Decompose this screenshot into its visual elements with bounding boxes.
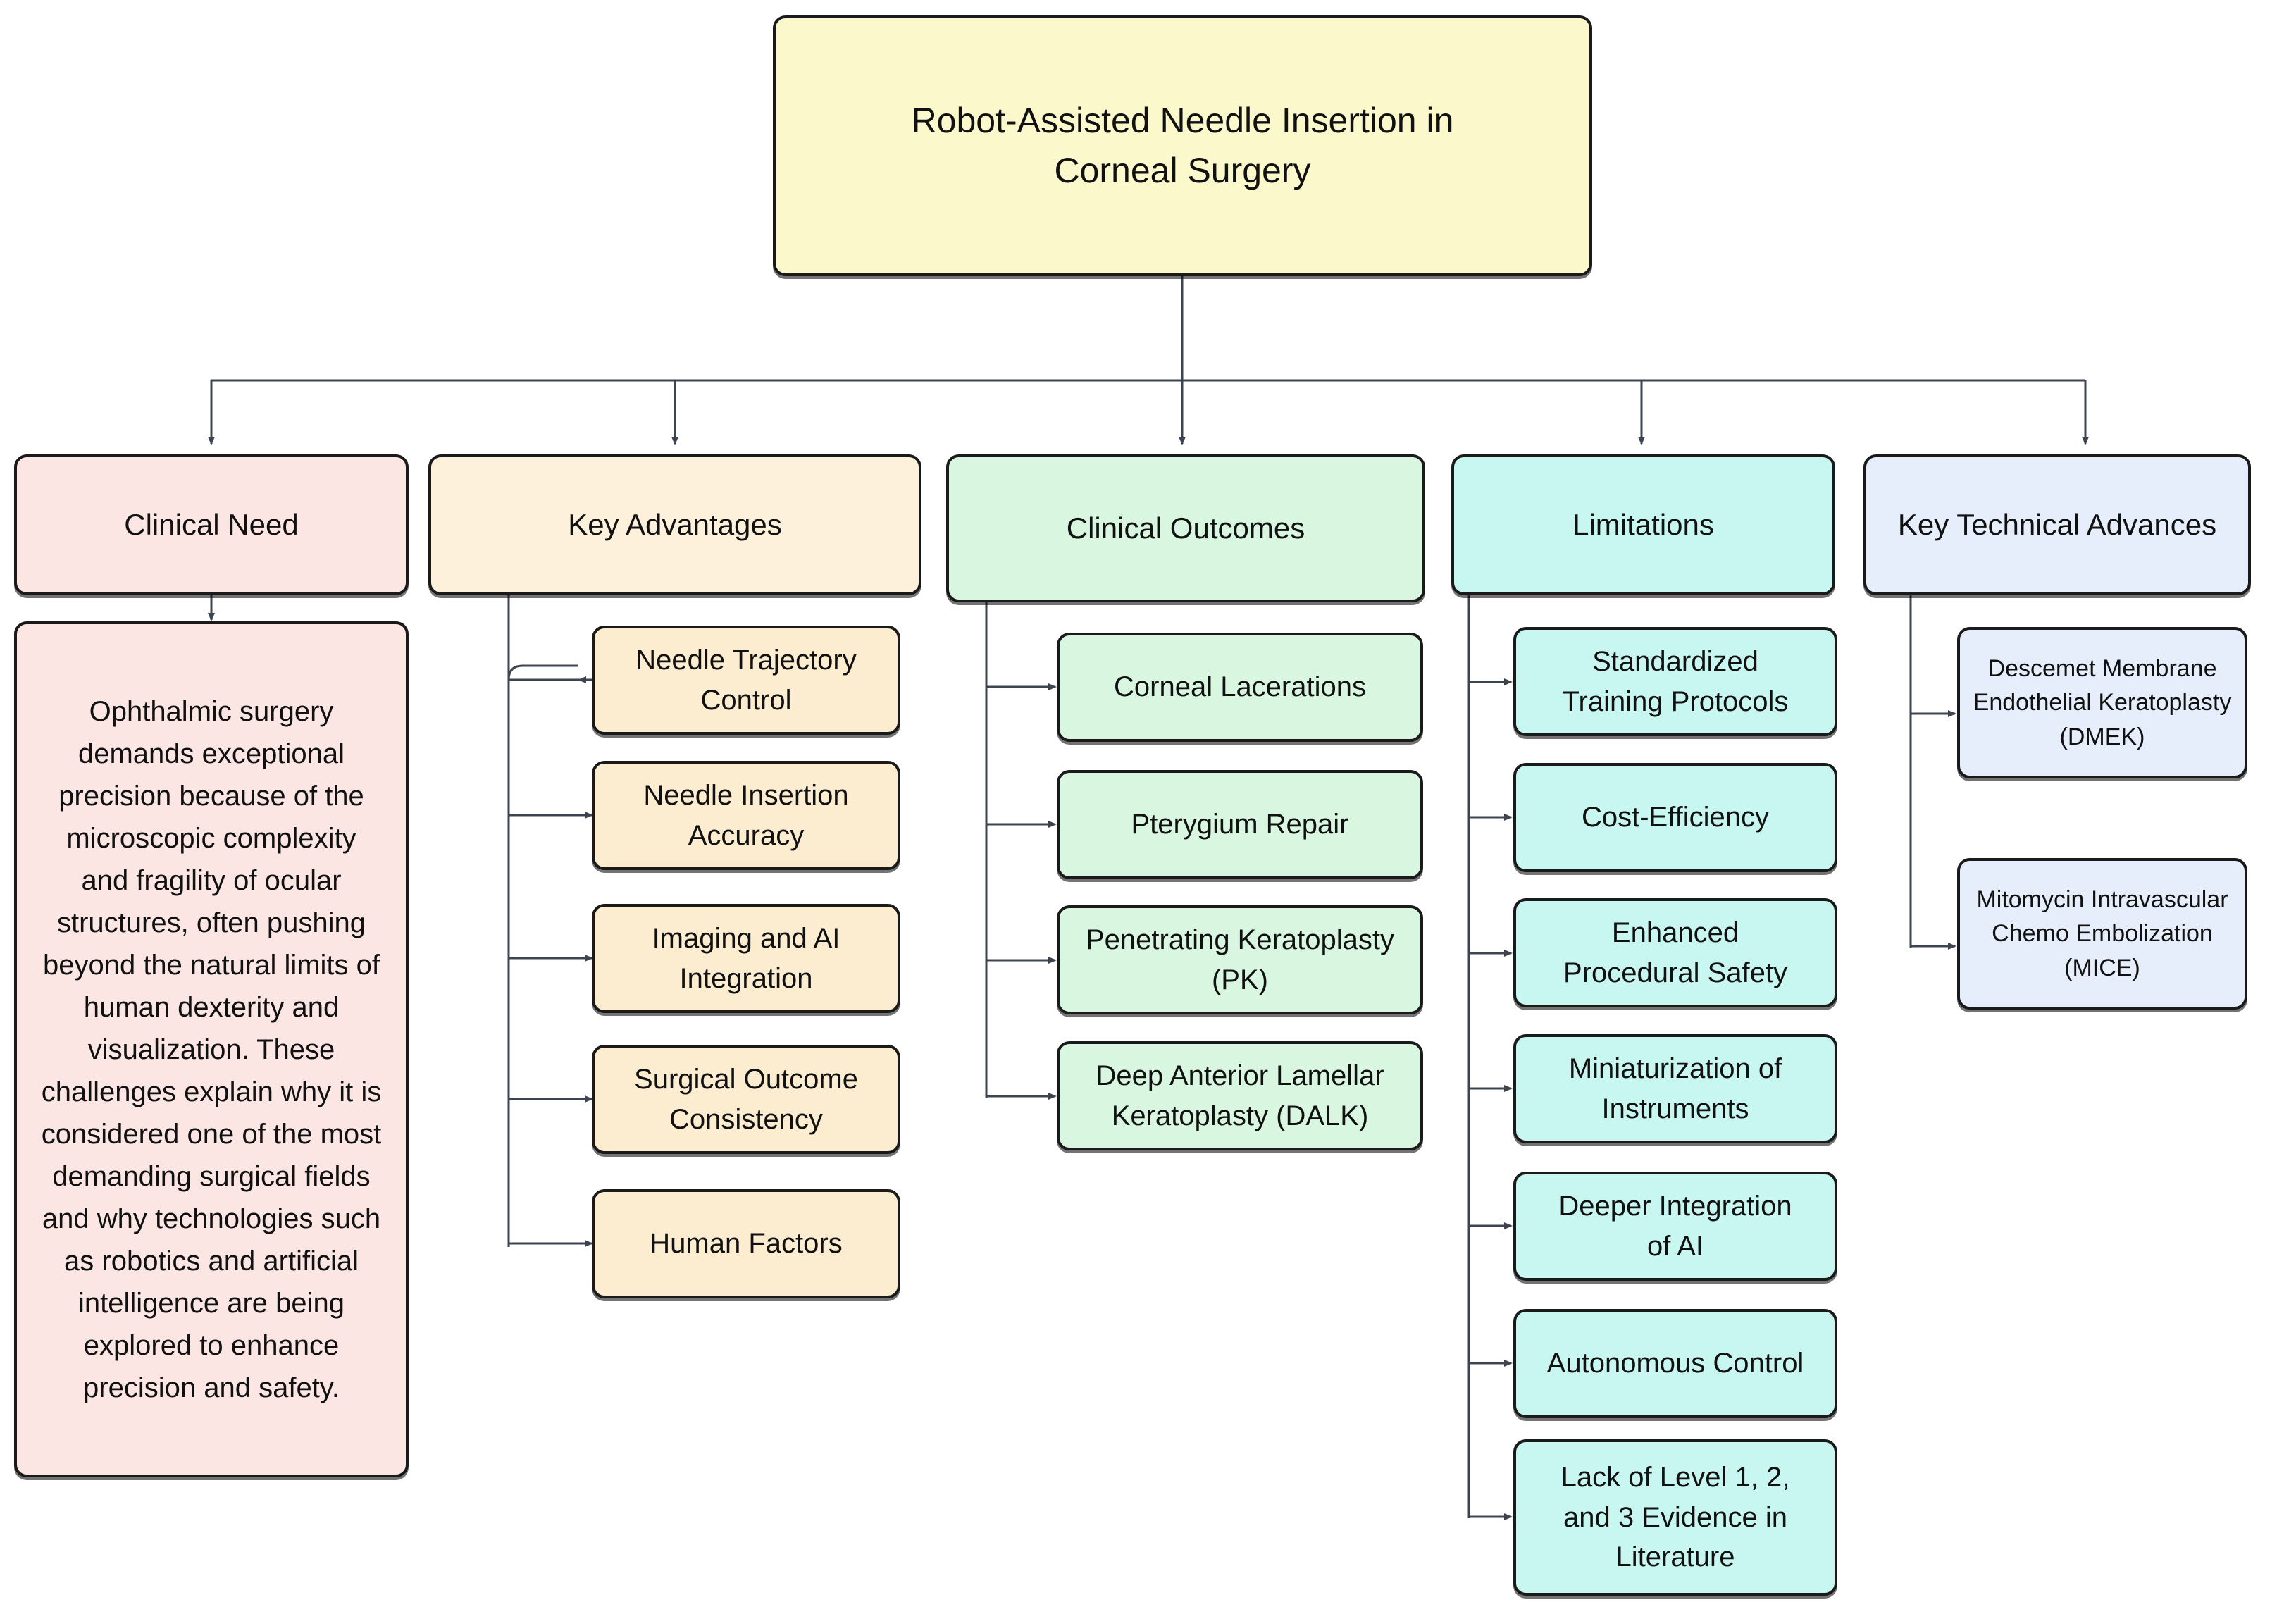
- node-key-advantages-label: Key Advantages: [568, 508, 782, 542]
- node-clinical-need-label: Clinical Need: [124, 508, 299, 542]
- node-lack-of-level-evidence[interactable]: Lack of Level 1, 2, and 3 Evidence in Li…: [1513, 1439, 1837, 1596]
- node-surgical-outcome-consistency[interactable]: Surgical Outcome Consistency: [592, 1045, 900, 1154]
- node-standardized-training-protocols-label: Standardized Training Protocols: [1562, 645, 1789, 717]
- node-pterygium-repair-label: Pterygium Repair: [1131, 809, 1349, 840]
- node-mice-label: Mitomycin Intravascular Chemo Embolizati…: [1976, 886, 2228, 981]
- node-lack-of-level-evidence-label: Lack of Level 1, 2, and 3 Evidence in Li…: [1560, 1461, 1790, 1573]
- node-mice[interactable]: Mitomycin Intravascular Chemo Embolizati…: [1957, 858, 2247, 1010]
- node-clinical-outcomes[interactable]: Clinical Outcomes: [946, 454, 1425, 602]
- node-autonomous-control-label: Autonomous Control: [1546, 1348, 1804, 1379]
- node-enhanced-procedural-safety-label: Enhanced Procedural Safety: [1563, 917, 1787, 988]
- node-surgical-outcome-consistency-label: Surgical Outcome Consistency: [634, 1063, 858, 1135]
- node-miniaturization-of-instruments[interactable]: Miniaturization of Instruments: [1513, 1034, 1837, 1143]
- node-penetrating-keratoplasty[interactable]: Penetrating Keratoplasty (PK): [1057, 905, 1423, 1014]
- node-standardized-training-protocols[interactable]: Standardized Training Protocols: [1513, 627, 1837, 736]
- node-autonomous-control[interactable]: Autonomous Control: [1513, 1309, 1837, 1418]
- node-root[interactable]: Robot-Assisted Needle Insertion in Corne…: [773, 15, 1592, 276]
- node-clinical-need[interactable]: Clinical Need: [14, 454, 409, 595]
- node-clinical-outcomes-label: Clinical Outcomes: [1066, 511, 1305, 545]
- node-deeper-integration-of-ai-label: Deeper Integration of AI: [1558, 1190, 1792, 1262]
- node-key-advantages[interactable]: Key Advantages: [428, 454, 921, 595]
- node-deep-anterior-lamellar-keratoplasty-label: Deep Anterior Lamellar Keratoplasty (DAL…: [1096, 1060, 1384, 1131]
- node-limitations[interactable]: Limitations: [1451, 454, 1835, 595]
- node-limitations-label: Limitations: [1572, 508, 1714, 542]
- node-miniaturization-of-instruments-label: Miniaturization of Instruments: [1568, 1053, 1782, 1124]
- node-imaging-ai-integration[interactable]: Imaging and AI Integration: [592, 904, 900, 1013]
- node-cost-efficiency-label: Cost-Efficiency: [1581, 802, 1769, 833]
- node-imaging-ai-integration-label: Imaging and AI Integration: [652, 922, 840, 994]
- node-corneal-lacerations-label: Corneal Lacerations: [1114, 671, 1366, 703]
- node-root-label: Robot-Assisted Needle Insertion in Corne…: [911, 101, 1454, 190]
- node-human-factors-label: Human Factors: [650, 1228, 843, 1260]
- node-corneal-lacerations[interactable]: Corneal Lacerations: [1057, 633, 1423, 742]
- node-needle-insertion-accuracy[interactable]: Needle Insertion Accuracy: [592, 761, 900, 870]
- node-needle-trajectory-control[interactable]: Needle Trajectory Control: [592, 626, 900, 735]
- node-dmek-label: Descemet Membrane Endothelial Keratoplas…: [1973, 655, 2232, 750]
- node-needle-insertion-accuracy-label: Needle Insertion Accuracy: [643, 779, 849, 851]
- node-pterygium-repair[interactable]: Pterygium Repair: [1057, 770, 1423, 879]
- node-enhanced-procedural-safety[interactable]: Enhanced Procedural Safety: [1513, 898, 1837, 1007]
- node-cost-efficiency[interactable]: Cost-Efficiency: [1513, 763, 1837, 872]
- node-deep-anterior-lamellar-keratoplasty[interactable]: Deep Anterior Lamellar Keratoplasty (DAL…: [1057, 1041, 1423, 1150]
- node-clinical-need-body-label: Ophthalmic surgery demands exceptional p…: [41, 695, 382, 1403]
- node-penetrating-keratoplasty-label: Penetrating Keratoplasty (PK): [1085, 924, 1395, 995]
- node-key-technical-advances[interactable]: Key Technical Advances: [1863, 454, 2251, 595]
- node-key-technical-advances-label: Key Technical Advances: [1897, 508, 2217, 542]
- edge-ka-1a: [507, 664, 578, 681]
- node-human-factors[interactable]: Human Factors: [592, 1189, 900, 1298]
- node-needle-trajectory-control-label: Needle Trajectory Control: [635, 644, 857, 716]
- node-clinical-need-body[interactable]: Ophthalmic surgery demands exceptional p…: [14, 621, 409, 1477]
- node-deeper-integration-of-ai[interactable]: Deeper Integration of AI: [1513, 1172, 1837, 1281]
- node-dmek[interactable]: Descemet Membrane Endothelial Keratoplas…: [1957, 627, 2247, 778]
